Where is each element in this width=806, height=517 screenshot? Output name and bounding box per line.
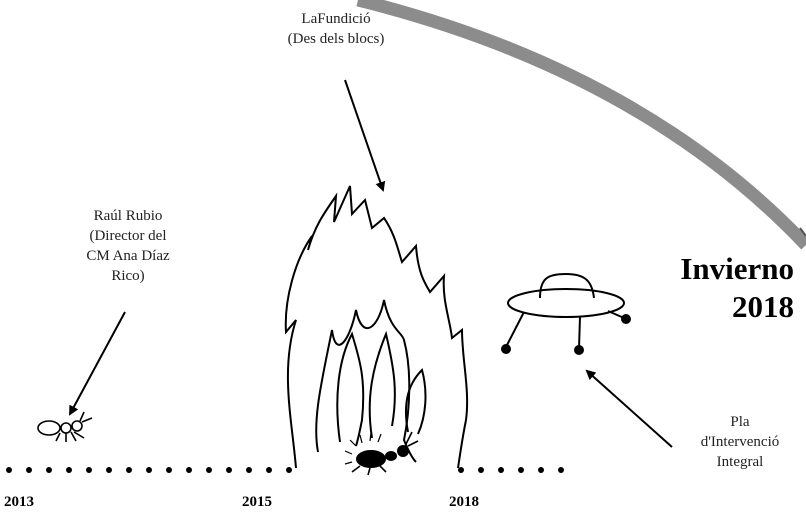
timeline-dot	[266, 467, 272, 473]
lafundicio-line-1: LaFundició	[301, 11, 371, 27]
season-line-1: Invierno	[680, 251, 794, 286]
pla-line-1: Pla	[730, 414, 750, 430]
season-line-2: 2018	[732, 289, 794, 324]
big-ant-icon	[344, 431, 419, 476]
small-ant-icon	[37, 411, 93, 442]
season-title: Invierno 2018	[680, 250, 794, 326]
timeline-dot	[6, 467, 12, 473]
timeline-dot	[458, 467, 464, 473]
raul-line-3: CM Ana Díaz	[86, 248, 170, 264]
fire-icon	[284, 185, 469, 469]
year-2013: 2013	[4, 494, 34, 510]
arrow-pla	[585, 369, 673, 448]
timeline-dot	[498, 467, 504, 473]
pla-label: Pla d'Intervenció Integral	[682, 412, 798, 472]
timeline-dot	[518, 467, 524, 473]
timeline-dot	[246, 467, 252, 473]
raul-line-1: Raúl Rubio	[93, 208, 163, 224]
timeline-dot	[86, 467, 92, 473]
timeline-dot	[106, 467, 112, 473]
pla-line-3: Integral	[716, 454, 764, 470]
timeline-dot	[66, 467, 72, 473]
raul-line-2: (Director del	[89, 228, 167, 244]
timeline-dot	[226, 467, 232, 473]
timeline-dot	[538, 467, 544, 473]
raul-line-4: Rico)	[111, 268, 145, 284]
timeline-dot	[46, 467, 52, 473]
grey-arc	[356, 0, 806, 250]
timeline-dot	[558, 467, 564, 473]
lafundicio-line-2: (Des dels blocs)	[287, 31, 385, 47]
lafundicio-label: LaFundició (Des dels blocs)	[258, 9, 414, 49]
arrow-lafundicio	[344, 79, 386, 192]
timeline-dots	[6, 467, 564, 473]
arrow-raul	[69, 311, 126, 416]
timeline-dot	[146, 467, 152, 473]
ufo-icon	[501, 272, 631, 355]
timeline-dot	[126, 467, 132, 473]
pla-line-2: d'Intervenció	[700, 434, 780, 450]
raul-label: Raúl Rubio (Director del CM Ana Díaz Ric…	[60, 206, 196, 286]
timeline-dot	[286, 467, 292, 473]
year-2015: 2015	[242, 494, 272, 510]
timeline-dot	[206, 467, 212, 473]
year-2018: 2018	[449, 494, 479, 510]
timeline-dot	[166, 467, 172, 473]
timeline-dot	[26, 467, 32, 473]
timeline-dot	[186, 467, 192, 473]
timeline-dot	[478, 467, 484, 473]
